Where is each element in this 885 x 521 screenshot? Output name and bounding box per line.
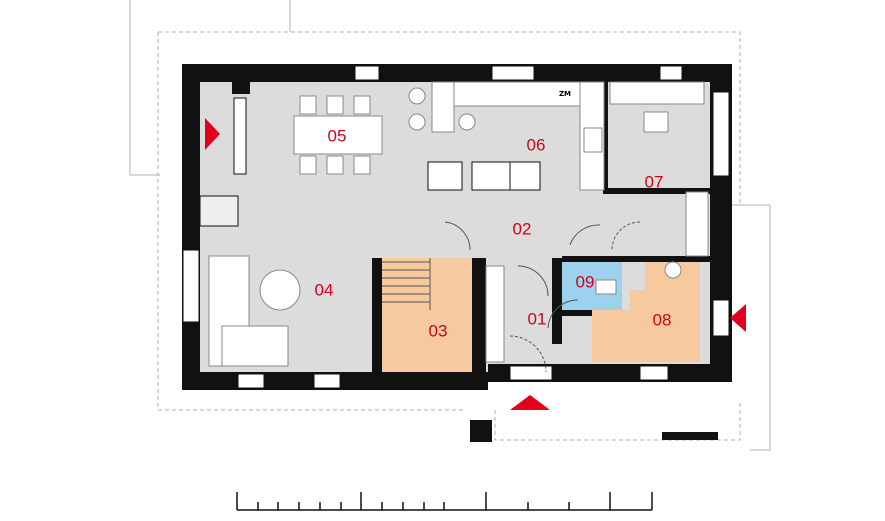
dining-table <box>293 115 383 155</box>
floor-stairs-room <box>382 258 472 372</box>
coffee-table <box>259 269 301 311</box>
furniture <box>199 81 709 367</box>
windows <box>182 65 730 389</box>
east-arrow <box>730 304 746 332</box>
room-label-09: 09 <box>575 272 595 292</box>
doors <box>444 221 641 373</box>
room-label-08: 08 <box>652 310 672 330</box>
entrance-arrows <box>205 118 746 410</box>
scale-bar <box>236 492 653 511</box>
floor-boiler <box>592 262 700 362</box>
west-arrow <box>205 118 220 150</box>
zm-label: ZM <box>558 90 572 98</box>
floor-areas <box>200 82 710 372</box>
room-label-05: 05 <box>327 126 347 146</box>
kitchen-counter <box>453 81 583 107</box>
room-label-06: 06 <box>526 135 546 155</box>
room-label-02: 02 <box>512 219 532 239</box>
room-label-07: 07 <box>644 172 664 192</box>
room-label-04: 04 <box>314 280 334 300</box>
kitchen-island <box>431 81 455 133</box>
south-arrow <box>510 395 550 410</box>
room-label-03: 03 <box>428 321 448 341</box>
room-label-01: 01 <box>527 309 547 329</box>
roof-outline <box>129 0 771 451</box>
stove <box>583 127 603 153</box>
